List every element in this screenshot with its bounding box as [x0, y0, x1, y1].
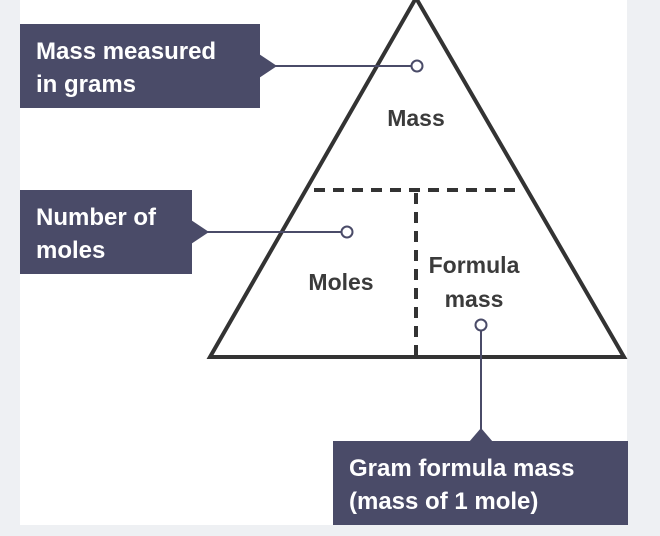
mass-callout-pointer	[259, 54, 277, 78]
moles-region-label: Moles	[291, 265, 391, 299]
formula-mass-leader-dot	[474, 318, 488, 332]
formula-mass-callout: Gram formula mass (mass of 1 mole)	[333, 441, 628, 525]
mass-callout: Mass measured in grams	[20, 24, 260, 108]
mass-callout-line2: in grams	[36, 71, 137, 98]
moles-callout-line1: Number of	[36, 204, 156, 231]
formula-mass-callout-pointer	[469, 428, 493, 442]
moles-callout-pointer	[191, 220, 209, 244]
formula-label-line2: mass	[444, 286, 504, 312]
moles-leader-dot	[340, 225, 354, 239]
moles-callout-line2: moles	[36, 237, 106, 264]
formula-label-line1: Formula	[428, 252, 520, 278]
mass-region-label: Mass	[366, 101, 466, 135]
formula-mass-callout-line2: (mass of 1 mole)	[349, 488, 539, 515]
mass-leader-dot	[410, 59, 424, 73]
triangle-outline	[206, 0, 628, 359]
formula-mass-callout-line1: Gram formula mass	[349, 455, 575, 482]
mass-label-text: Mass	[387, 105, 445, 131]
formula-mass-region-label: Formula mass	[424, 248, 524, 316]
mass-callout-line1: Mass measured	[36, 38, 217, 65]
moles-label-text: Moles	[308, 269, 374, 295]
moles-callout: Number of moles	[20, 190, 192, 274]
